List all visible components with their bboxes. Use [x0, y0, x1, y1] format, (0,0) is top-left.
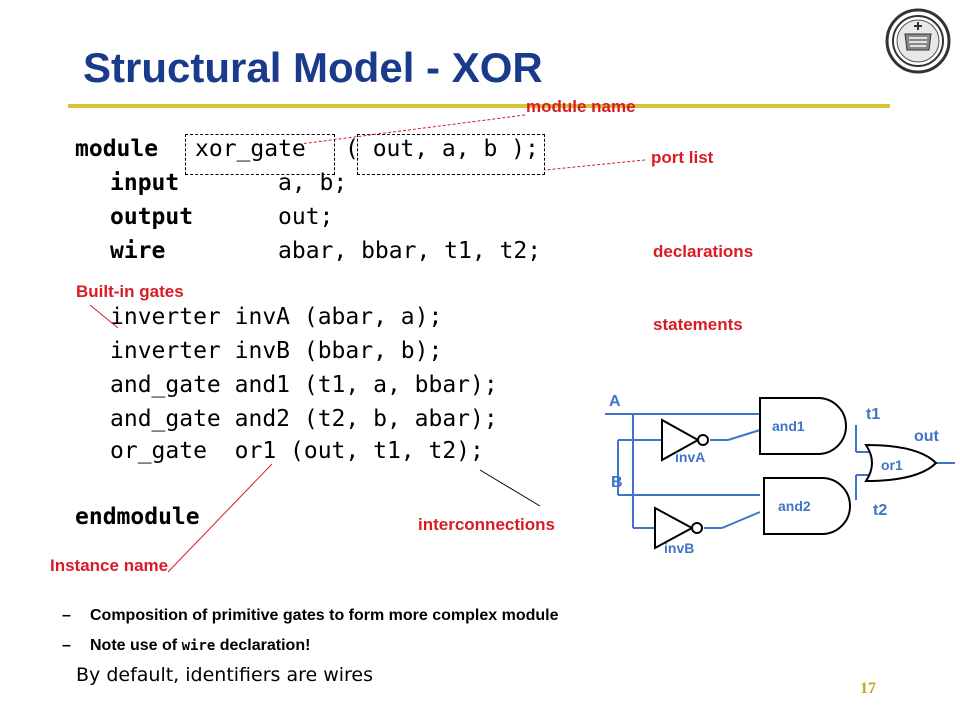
diagram-label-t2: t2 — [873, 502, 888, 519]
inverter-inva-icon — [661, 418, 709, 462]
annotation-port-list: port list — [651, 148, 714, 167]
and-gate-and1-icon — [759, 397, 847, 455]
annotation-instance-name: Instance name — [50, 556, 169, 575]
endmodule-keyword: endmodule — [75, 504, 200, 530]
instance-name-pointer — [167, 463, 273, 573]
builtin-gates-pointer — [89, 304, 119, 329]
wire-keyword: wire — [110, 238, 166, 264]
diagram-label-out: out — [914, 428, 939, 445]
module-name-box — [185, 134, 335, 175]
wire-names: abar, bbar, t1, t2; — [278, 238, 542, 264]
annotation-module-name: module name — [526, 97, 636, 116]
page-title: Structural Model - XOR — [83, 44, 543, 91]
title-divider — [68, 104, 890, 108]
module-keyword: module — [75, 136, 159, 162]
bullet-composition: Composition of primitive gates to form m… — [90, 607, 559, 624]
module-name-pointer — [299, 114, 526, 145]
port-list-text: ( out, a, b ); — [345, 136, 539, 162]
output-keyword: output — [110, 204, 194, 230]
bullet-dash: – — [62, 637, 71, 654]
bullet-dash: – — [62, 607, 71, 624]
diagram-label-invb: invB — [664, 540, 695, 556]
wire-bbar-to-and2 — [721, 511, 761, 529]
and-gate-and2-icon — [763, 477, 851, 535]
statement-line: inverter invA (abar, a); — [110, 304, 443, 330]
university-seal-icon — [885, 8, 951, 74]
diagram-label-b: B — [611, 474, 623, 491]
page-number: 17 — [860, 680, 876, 697]
statement-line: and_gate and2 (t2, b, abar); — [110, 406, 498, 432]
diagram-label-or1: or1 — [881, 457, 903, 473]
statement-line: and_gate and1 (t1, a, bbar); — [110, 372, 498, 398]
diagram-label-and2: and2 — [778, 498, 811, 514]
port-list-pointer — [544, 159, 646, 171]
input-keyword: input — [110, 170, 180, 196]
diagram-label-inva: invA — [675, 449, 706, 465]
output-ports: out; — [278, 204, 334, 230]
bullet-wire-keyword: wire — [181, 638, 216, 654]
default-wires-note: By default, identifiers are wires — [76, 664, 374, 686]
statement-line: inverter invB (bbar, b); — [110, 338, 443, 364]
diagram-label-t1: t1 — [866, 406, 881, 423]
input-ports: a, b; — [278, 170, 348, 196]
interconnections-pointer — [479, 469, 541, 507]
inverter-invb-icon — [654, 506, 703, 550]
diagram-label-a: A — [609, 393, 621, 410]
bullet-wire-note-pre: Note use of — [90, 637, 182, 654]
statement-line: or_gate or1 (out, t1, t2); — [110, 438, 484, 464]
diagram-label-and1: and1 — [772, 418, 805, 434]
module-name-text: xor_gate — [195, 136, 306, 162]
bullet-wire-note-post: declaration! — [215, 637, 311, 654]
annotation-interconnections: interconnections — [418, 515, 555, 534]
port-list-box — [357, 134, 545, 175]
annotation-statements: statements — [653, 315, 743, 334]
or-gate-or1-icon — [864, 443, 938, 483]
bullet-wire-note: Note use of wire declaration! — [90, 637, 310, 655]
xor-gate-schematic — [605, 413, 955, 529]
annotation-builtin-gates: Built-in gates — [76, 282, 184, 301]
wire-abar-to-and1 — [727, 429, 761, 441]
annotation-declarations: declarations — [653, 242, 754, 261]
